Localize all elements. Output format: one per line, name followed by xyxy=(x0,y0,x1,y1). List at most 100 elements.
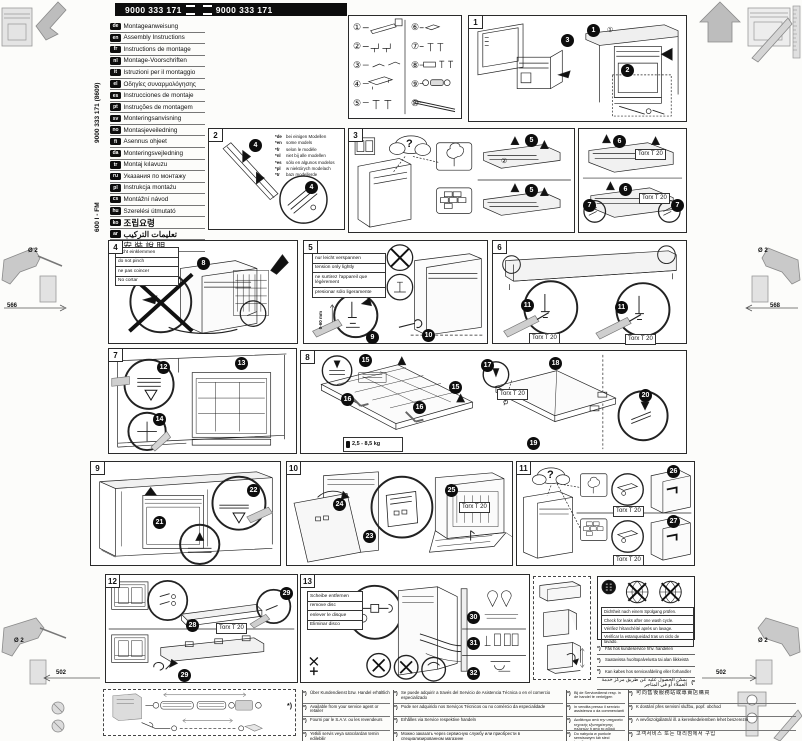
footnote-row: *)A vevőszolgálatnál ill. a kereskedelem… xyxy=(629,717,796,732)
footnote-row: *)Fourni par le S.A.V. ou les revendeurs xyxy=(303,717,390,732)
step-32-badge: 32 xyxy=(467,667,480,680)
step-13-badge: 13 xyxy=(235,357,248,370)
panel-9-illustration xyxy=(99,471,273,565)
torx-label: Torx T 20 xyxy=(635,149,666,160)
stack-icon xyxy=(185,4,195,15)
lang-label: 조립요령 xyxy=(123,217,155,228)
top-right-arrow-pencil-ruler-decoration xyxy=(699,1,801,63)
lang-code: it xyxy=(110,68,121,77)
part-id: ② xyxy=(353,41,362,51)
footnote-row: *)Διαθέσιμο από την υπηρεσία τεχνικής εξ… xyxy=(567,717,625,732)
lang-label: 安裝說明 xyxy=(123,240,168,251)
stack-icon xyxy=(202,4,212,15)
lang-code: da xyxy=(110,149,121,158)
lang-code: el xyxy=(110,80,121,88)
lang-label: Assembly Instructions xyxy=(123,34,185,42)
lang-code: hu xyxy=(110,207,121,215)
torx-label: Torx T 20 xyxy=(639,193,670,204)
lang-label: Montage-Voorschriften xyxy=(123,57,187,65)
hose-extension-illustration xyxy=(112,692,263,732)
footnote-row: *)Bij de Servicedienst resp. in de hande… xyxy=(567,690,625,704)
left-drill-decoration xyxy=(1,247,67,312)
plinth-width-label-right: 502 xyxy=(716,670,727,676)
step-21-badge: 21 xyxy=(153,516,166,529)
lang-code: en xyxy=(110,34,121,42)
weight-value: 2,5 - 8,5 kg xyxy=(352,441,381,448)
step-14-badge: 14 xyxy=(153,413,166,426)
panel-5: 5 nur leicht verspannen tension only lig… xyxy=(303,240,488,344)
part-id: ⑦ xyxy=(411,41,420,51)
footnote-row: *)Можно заказать через сервисную службу … xyxy=(394,731,521,741)
lang-label: Instrucciones de montaje xyxy=(123,92,194,100)
step-2-badge: 2 xyxy=(621,64,634,77)
spine-model-code: 600 I - FM xyxy=(94,202,101,232)
lang-label: Указания по монтажу xyxy=(123,172,186,180)
panel-7-illustration xyxy=(111,353,287,452)
warning-line: ne surtirez l'appareil que légèrement xyxy=(313,273,385,289)
lang-label: Monteringsvejledning xyxy=(123,149,184,157)
parts-footnote-mark: *) xyxy=(287,703,293,710)
part-id: ⑤ xyxy=(353,98,362,108)
note-line: Eliminar disco xyxy=(310,622,340,628)
step-19-badge: 19 xyxy=(527,437,540,450)
right-drill-decoration xyxy=(745,247,801,312)
panel-4: 4 nicht einklemmen do not pinch ne pas c… xyxy=(108,240,298,344)
footnote-row: *)Erhålles via Service respektive handel… xyxy=(394,717,563,732)
step-11-badge: 11 xyxy=(521,299,534,312)
part-id: ⑩ xyxy=(411,98,420,108)
lang-label: Instruções de montagem xyxy=(123,103,193,111)
header-part-number-bar: 9000 333 171 9000 333 171 xyxy=(115,3,347,16)
panel-number: 3 xyxy=(348,128,363,142)
step-9-badge: 9 xyxy=(366,331,379,344)
step-11-badge: 11 xyxy=(615,301,628,314)
warning-line: nur leicht verspannen xyxy=(313,254,385,264)
lang-code: ar xyxy=(110,230,121,238)
torx-label: Torx T 20 xyxy=(529,333,560,344)
leak-check-line: Vérifiez l'étanchéité après un lavage. xyxy=(602,625,693,634)
footnote-row: *)Pode ser adquirido nos Serviços Técnic… xyxy=(394,704,563,718)
panel-number: 6 xyxy=(492,240,507,254)
note-line: Scheibe entfernen xyxy=(308,592,362,602)
panel-8: 8 15 15 16 16 17 18 19 20 Torx T 20 xyxy=(300,350,687,454)
lang-code: pt xyxy=(110,103,121,111)
lang-code: ko xyxy=(110,218,121,227)
panel-number: 13 xyxy=(300,574,315,588)
step-15-badge: 15 xyxy=(359,354,372,367)
leak-check-icons xyxy=(601,579,682,604)
step-26-badge: 26 xyxy=(667,465,680,478)
panel-number: 2 xyxy=(208,128,223,142)
step-31-badge: 31 xyxy=(467,637,480,650)
parts-list-illustration xyxy=(362,18,456,115)
step-6-badge: 6 xyxy=(613,135,626,148)
footnote-row: *)고객서비스 또는 대리점에서 구입 xyxy=(629,731,716,739)
lang-label: Οδηγίες συναρμολόγησης xyxy=(123,80,196,88)
note-line: remove disc xyxy=(308,602,362,612)
panel-1: 1 3 1 ① 2 xyxy=(468,15,687,122)
lang-label: Montaj kılavuzu xyxy=(123,161,168,169)
part-id: ⑧ xyxy=(411,60,420,70)
niche-width-label-right: 568 xyxy=(770,303,781,309)
step-16-badge: 16 xyxy=(413,401,426,414)
lang-code: no xyxy=(110,126,121,134)
step-23-badge: 23 xyxy=(363,530,376,543)
warning-line: do not pinch xyxy=(116,258,178,268)
lang-code: fr xyxy=(110,45,121,54)
panel-number: 7 xyxy=(108,348,123,362)
footnote-row: *)Se puede adquirir a través del Servici… xyxy=(394,690,563,704)
step-22-badge: 22 xyxy=(247,484,260,497)
foot-height-dimension: 0-60 mm xyxy=(318,311,323,330)
panel-7: 7 12 13 14 xyxy=(108,348,297,454)
panel-number: 8 xyxy=(300,350,315,364)
torx-label: Torx T 20 xyxy=(216,623,247,634)
lang-label: تعليمات التركيب xyxy=(123,229,178,239)
warning-line: presionar sólo ligeramente xyxy=(315,289,372,295)
part-id: ④ xyxy=(353,79,362,89)
step-7-badge: 7 xyxy=(583,199,596,212)
